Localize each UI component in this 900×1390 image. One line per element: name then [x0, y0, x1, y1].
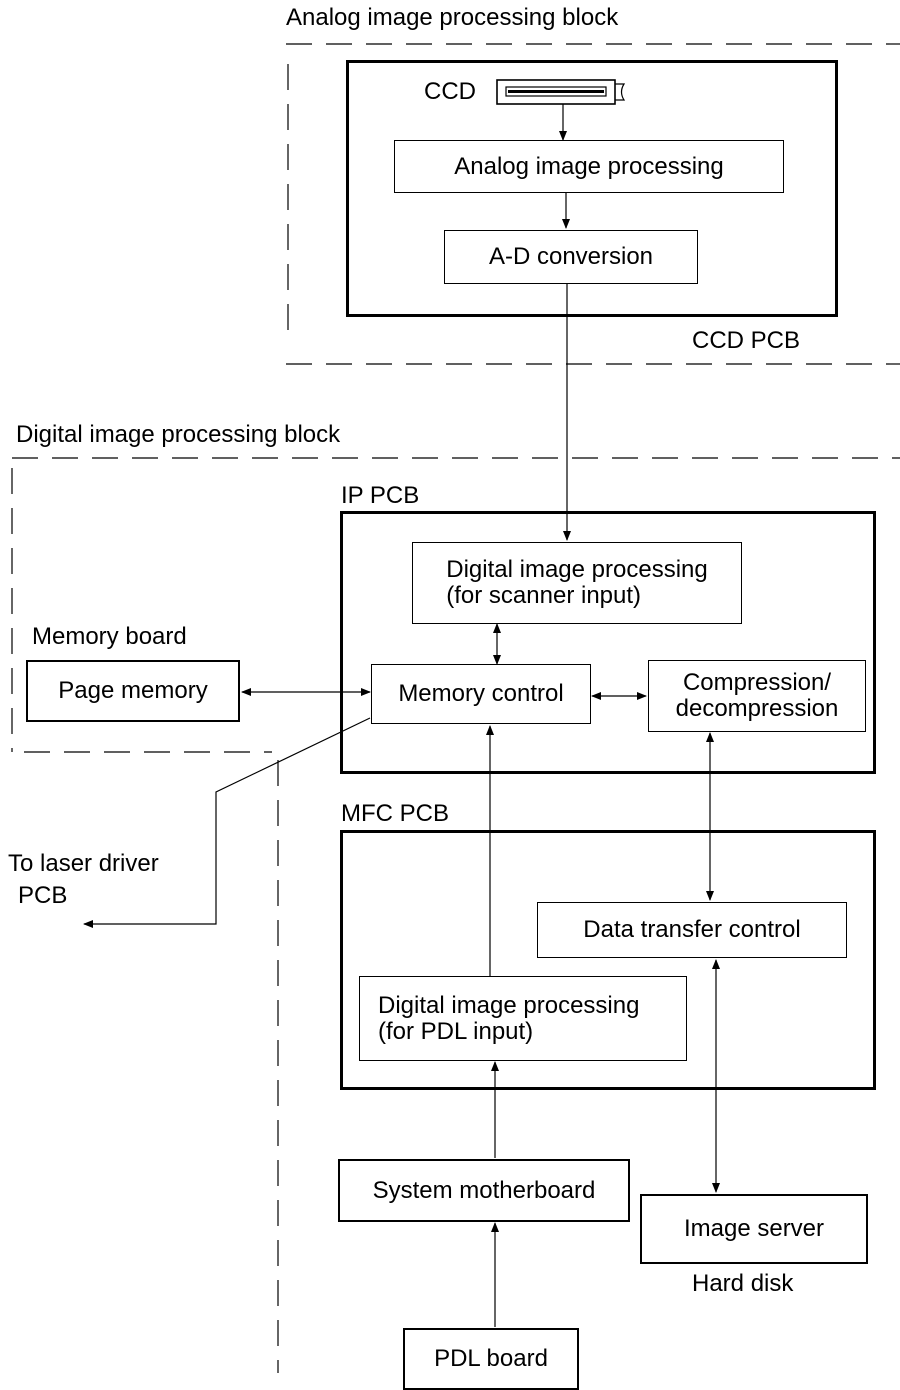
hard-disk-label: Hard disk [692, 1270, 794, 1297]
mfc-pcb-label: MFC PCB [341, 800, 449, 827]
compression-line2: decompression [675, 695, 839, 722]
digital-block-title: Digital image processing block [16, 421, 341, 448]
analog-block-title: Analog image processing block [286, 4, 619, 31]
page-memory-box: Page memory [26, 660, 240, 722]
analog-block-outline [286, 43, 900, 365]
digital-processing-scanner-line1: Digital image processing [446, 556, 708, 583]
memory-control-box: Memory control [371, 664, 591, 724]
laser-driver-label-line1: To laser driver [8, 850, 159, 877]
arrow-to-laser-driver [83, 717, 371, 928]
digital-processing-scanner-line2: (for scanner input) [446, 582, 642, 609]
digital-block-outline [11, 457, 900, 1373]
compression-line1: Compression/ [682, 669, 832, 696]
digital-processing-pdl-line1: Digital image processing [378, 991, 640, 1019]
digital-processing-pdl-box: Digital image processing (for PDL input) [359, 976, 687, 1061]
system-motherboard-box: System motherboard [338, 1159, 630, 1222]
ip-pcb-outline [340, 511, 876, 774]
ip-pcb-label: IP PCB [341, 482, 420, 509]
digital-processing-pdl-line2: (for PDL input) [378, 1017, 534, 1045]
digital-processing-scanner-box: Digital image processing (for scanner in… [412, 542, 742, 624]
pdl-board-box: PDL board [403, 1328, 579, 1390]
ad-conversion-box: A-D conversion [444, 230, 698, 284]
image-server-box: Image server [640, 1194, 868, 1264]
mfc-pcb-outline [340, 830, 876, 1090]
data-transfer-control-box: Data transfer control [537, 902, 847, 958]
analog-image-processing-box: Analog image processing [394, 140, 784, 193]
ccd-pcb-label: CCD PCB [692, 327, 801, 354]
memory-board-label: Memory board [32, 623, 187, 650]
compression-decompression-box: Compression/ decompression [648, 660, 866, 732]
ccd-pcb-outline [346, 60, 838, 317]
ccd-sensor-icon [496, 79, 626, 105]
ccd-label: CCD [424, 78, 476, 105]
laser-driver-label-line2: PCB [18, 882, 68, 909]
